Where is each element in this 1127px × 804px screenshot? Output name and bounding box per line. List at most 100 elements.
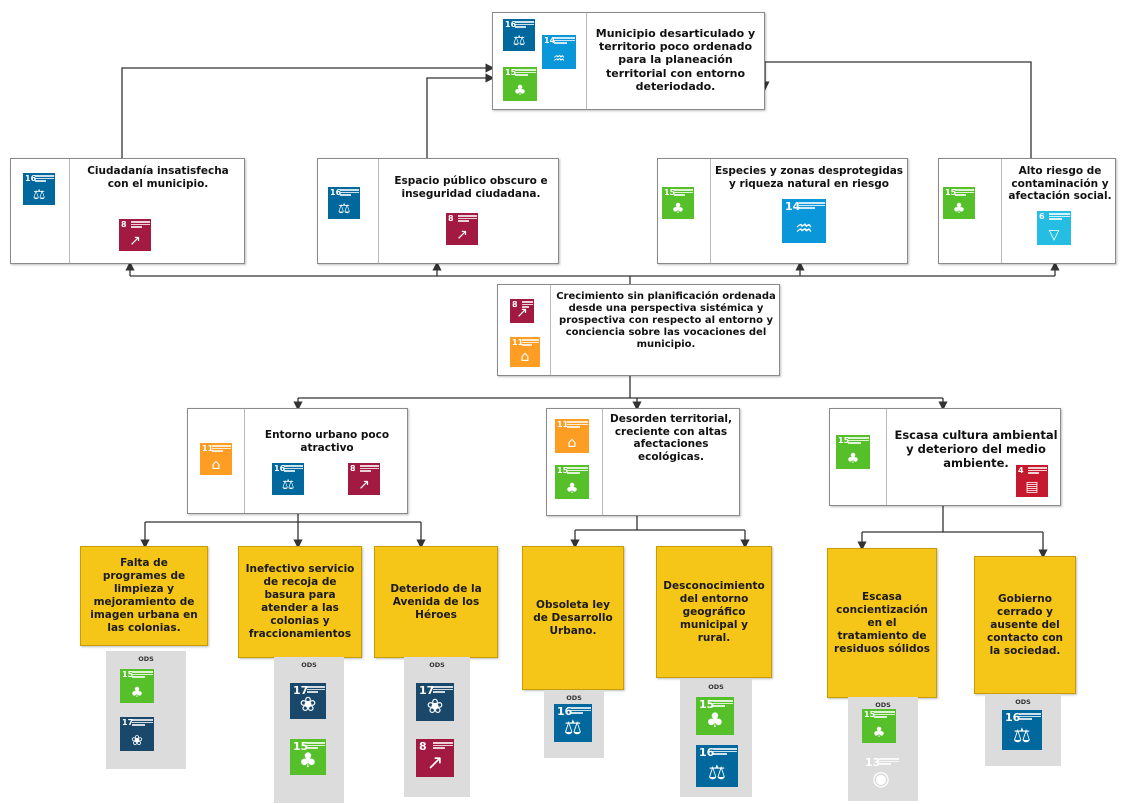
sdg-caption-marks	[360, 465, 379, 473]
tree-icon: ♣	[671, 201, 685, 217]
box-text: Municipio desarticulado y territorio poc…	[595, 27, 756, 93]
sdg-goal-6-tile: 6▽	[1037, 211, 1071, 245]
ods-label: ODS	[875, 701, 891, 709]
sdg-goal-number: 15	[122, 670, 134, 679]
effect-box-1: 16⚖ 8↗ Ciudadanía insatisfecha con el muni…	[10, 158, 245, 264]
sdg-goal-number: 15	[945, 188, 957, 197]
sdg-caption-marks	[713, 700, 733, 708]
sdg-goal-number: 17	[122, 718, 134, 727]
box-divider	[550, 285, 551, 375]
dove-scale-icon: ⚖	[337, 201, 351, 217]
bar-chart-icon: ↗	[129, 233, 141, 249]
sdg-goal-8-tile: 8↗	[348, 463, 380, 495]
sdg-goal-number: 17	[419, 684, 435, 697]
sdg-goal-15-tile: 15♣	[696, 697, 734, 735]
tree-icon: ♣	[706, 708, 724, 732]
sdg-caption-marks	[567, 421, 588, 429]
bar-chart-icon: ↗	[516, 305, 528, 321]
box-text: Ciudadanía insatisfecha con el municipio…	[87, 165, 229, 190]
sdg-goal-number: 6	[1039, 212, 1045, 221]
effect-box-4: 15♣6▽Alto riesgo de contaminación y afec…	[938, 158, 1116, 264]
root-cause-box-5: Desconocimiento del entorno geográfico m…	[656, 546, 772, 678]
sdg-caption-marks	[874, 711, 895, 719]
root-cause-box-3: Deteriodo de la Avenida de los Héroes	[374, 546, 498, 658]
ods-label: ODS	[708, 683, 724, 691]
tree-icon: ♣	[846, 451, 860, 467]
ods-label: ODS	[1015, 698, 1031, 706]
box-divider	[886, 409, 887, 505]
sdg-caption-marks	[307, 686, 325, 694]
arrow-effect4-to-top	[760, 61, 1032, 158]
city-icon: ⌂	[211, 457, 221, 473]
cause-box-1: 11⌂16⚖8↗Entorno urbano poco atractivo	[187, 408, 408, 514]
sdg-caption-marks	[515, 21, 534, 29]
sdg-caption-marks	[713, 748, 737, 756]
ods-panel-5: ODS 15♣ 16⚖	[680, 679, 752, 797]
sdg-goal-number: 11	[557, 420, 569, 429]
root-cause-text: Desconocimiento del entorno geográfico m…	[663, 579, 765, 644]
box-divider	[244, 409, 245, 513]
sdg-goal-number: 4	[1018, 466, 1024, 475]
dove-scale-icon: ⚖	[1013, 723, 1031, 747]
sdg-caption-marks	[284, 465, 303, 473]
sdg-goal-8-tile: 8↗	[446, 213, 478, 245]
sdg-caption-marks	[1028, 467, 1047, 475]
sdg-goal-16-tile: 16⚖	[23, 173, 55, 205]
root-cause-text: Inefectivo servicio de recoja de basura …	[245, 563, 355, 640]
sdg-caption-marks	[554, 37, 575, 45]
sdg-goal-number: 15	[699, 698, 715, 711]
sdg-goal-number: 15	[505, 68, 517, 77]
root-cause-box-1: Falta de programes de limpieza y mejoram…	[80, 546, 208, 646]
root-cause-text: Gobierno cerrado y ausente del contacto …	[986, 592, 1064, 657]
root-cause-text: Deteriodo de la Avenida de los Héroes	[390, 582, 482, 621]
cause-box-3: 15♣4▤Escasa cultura ambiental y deterior…	[829, 408, 1061, 506]
sdg-goal-number: 16	[274, 464, 286, 473]
sdg-goal-8-tile: 8↗	[416, 739, 454, 777]
ods-label: ODS	[138, 655, 154, 663]
box-divider	[69, 159, 70, 263]
sdg-goal-number: 16	[505, 20, 517, 29]
sdg-goal-16-tile: 16⚖	[554, 704, 592, 742]
sdg-goal-16-tile: 16⚖	[696, 745, 738, 787]
sdg-caption-marks	[132, 719, 153, 727]
sdg-goal-15-tile: 15♣	[862, 709, 896, 743]
sdg-goal-number: 16	[330, 188, 342, 197]
tree-icon: ♣	[952, 201, 966, 217]
sdg-goal-number: 16	[1005, 711, 1021, 724]
root-cause-box-2: Inefectivo servicio de recoja de basura …	[238, 546, 362, 658]
tree-icon: ♣	[513, 83, 527, 99]
sdg-goal-number: 8	[419, 740, 427, 753]
sdg-caption-marks	[307, 742, 325, 750]
sdg-goal-number: 8	[121, 220, 127, 229]
ods-panel-4: ODS 16⚖	[544, 690, 604, 758]
root-cause-text: Falta de programes de limpieza y mejoram…	[90, 557, 198, 634]
box-divider	[586, 13, 587, 109]
sdg-goal-15-tile: 15 ♣	[503, 67, 537, 101]
sdg-caption-marks	[522, 339, 539, 347]
sdg-goal-number: 13	[865, 756, 881, 769]
root-cause-text: Obsoleta ley de Desarrollo Urbano.	[533, 598, 613, 637]
sdg-goal-17-tile: 17❀	[416, 683, 454, 721]
sdg-caption-marks	[515, 69, 536, 77]
sdg-goal-number: 15	[838, 436, 850, 445]
ods-panel-7: ODS 16⚖	[985, 694, 1061, 766]
sdg-goal-15-tile: 15 ♣	[836, 435, 870, 469]
cause-box-2: 11⌂15♣Desorden territorial, creciente co…	[546, 408, 740, 516]
sdg-goal-number: 15	[664, 188, 676, 197]
sdg-goal-number: 11	[512, 338, 524, 347]
sdg-goal-number: 15	[864, 710, 876, 719]
effect-box-3: 15♣14♒Especies y zonas desprotegidas y r…	[657, 158, 908, 264]
dove-scale-icon: ⚖	[281, 477, 295, 493]
sdg-goal-number: 11	[202, 444, 214, 453]
sdg-caption-marks	[458, 215, 477, 223]
sdg-goal-4-tile: 4▤	[1016, 465, 1048, 497]
box-text: Crecimiento sin planificación ordenada d…	[556, 291, 776, 350]
sdg-caption-marks	[35, 175, 54, 183]
sdg-goal-15-tile: 15♣	[120, 669, 154, 703]
sdg-caption-marks	[340, 189, 359, 197]
root-cause-box-6: Escasa concientización en el tratamiento…	[827, 548, 937, 698]
ods-label: ODS	[566, 694, 582, 702]
sdg-goal-number: 17	[293, 684, 309, 697]
